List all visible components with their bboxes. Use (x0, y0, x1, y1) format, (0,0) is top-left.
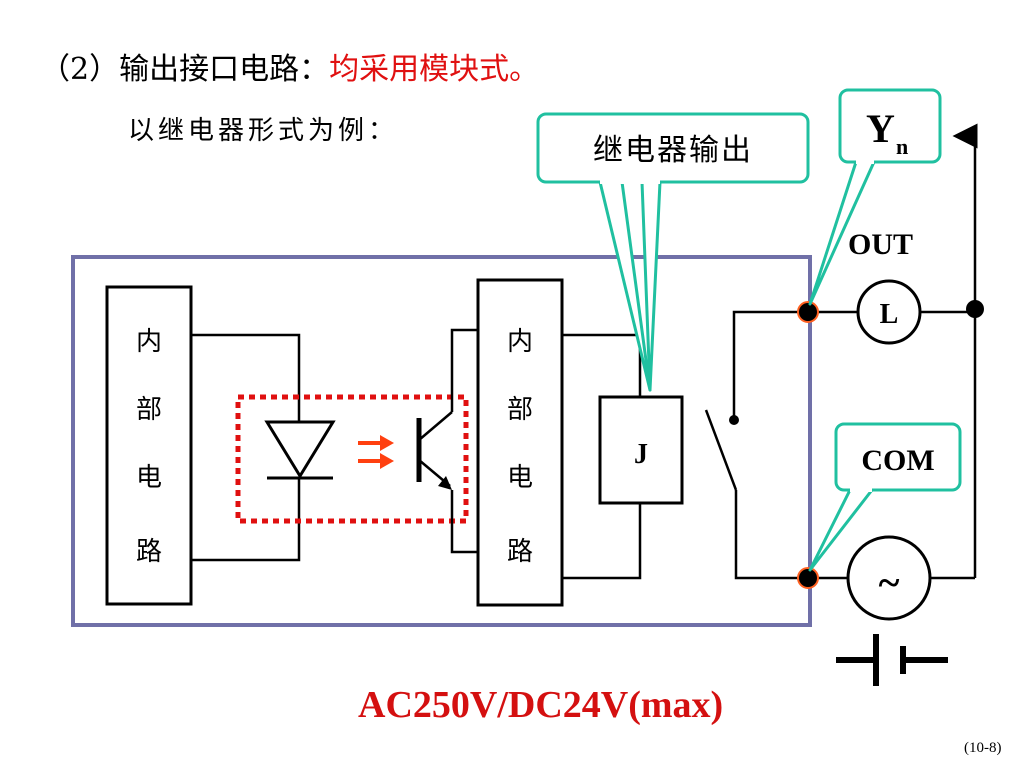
callout-yn-sub: n (896, 134, 908, 159)
wire-coil-bottom (562, 503, 642, 580)
voltage-rating: AC250V/DC24V(max) (358, 684, 724, 726)
com-terminal-dot (797, 567, 819, 589)
left-internal-circuit-box (105, 285, 193, 606)
out-terminal-dot (797, 301, 819, 323)
callout-relay-output: 继电器输出 (536, 112, 810, 392)
right-circuit-char-3: 电 (507, 463, 533, 493)
right-circuit-char-1: 内 (507, 327, 533, 357)
page-number: (10-8) (964, 740, 1002, 756)
title-highlight: 均采用模块式。 (329, 52, 540, 87)
callout-com-text: COM (861, 444, 934, 477)
left-circuit-char-3: 电 (136, 463, 162, 493)
callout-yn-main: Y (866, 106, 895, 151)
left-circuit-char-2: 部 (136, 395, 162, 425)
callout-com: COM (808, 422, 962, 572)
dc-battery-icon (836, 634, 948, 686)
right-circuit-char-4: 路 (507, 537, 533, 567)
right-internal-circuit-box (476, 278, 564, 607)
ac-source-symbol: ~ (879, 560, 900, 605)
output-module-frame (71, 255, 812, 627)
title-prefix: （2）输出接口电路： (40, 52, 330, 87)
relay-coil-j (598, 395, 684, 505)
wire-left-top (191, 333, 301, 422)
optocoupler-box (235, 394, 469, 524)
callout-yn: Y n (808, 88, 942, 306)
callout-relay-output-text: 继电器输出 (593, 133, 753, 168)
wire-left-bottom (191, 478, 301, 562)
left-circuit-char-4: 路 (136, 537, 162, 567)
slide-subtitle: 以继电器形式为例： (128, 116, 399, 146)
slide-title: （2）输出接口电路：均采用模块式。 (40, 50, 539, 90)
relay-coil-label: J (634, 439, 648, 470)
wire-coil-top (562, 333, 642, 397)
rail-junction-dot (966, 300, 984, 318)
left-circuit-char-1: 内 (136, 327, 162, 357)
out-terminal-label: OUT (848, 228, 913, 261)
phototransistor-icon (416, 328, 478, 554)
light-emission-arrows-icon (358, 435, 394, 469)
relay-contact-switch (704, 310, 808, 580)
led-diode-icon (264, 420, 336, 480)
right-circuit-char-2: 部 (507, 395, 533, 425)
load-label: L (880, 299, 899, 330)
